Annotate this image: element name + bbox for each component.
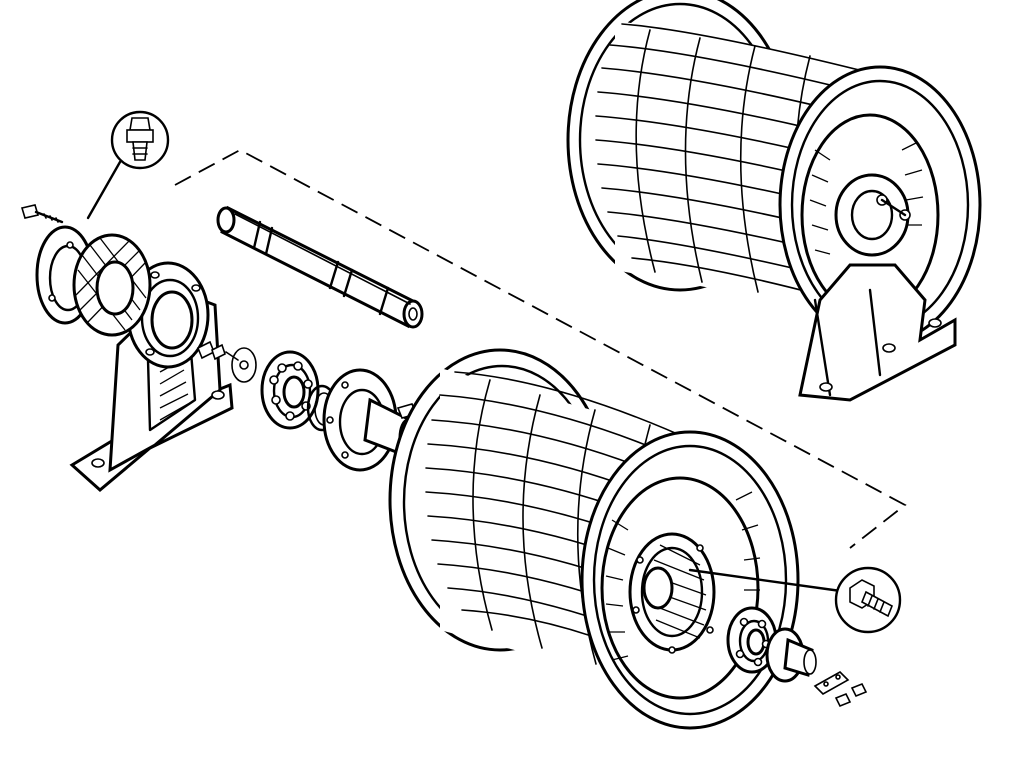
lock-plate-and-bolts [813, 671, 868, 708]
end-cap [765, 627, 817, 683]
exploded-reel-flange-hatching [605, 491, 761, 661]
assembled-cable-reel [566, 0, 982, 402]
mesh-gasket [72, 233, 152, 337]
ball-bearing-right [726, 606, 778, 674]
set-screws-left [196, 340, 257, 383]
sprocket-hub [628, 532, 716, 654]
assembly-dashed-outline [174, 148, 907, 549]
assembled-reel-flange-spokes [809, 141, 924, 255]
hex-bolt-callout [834, 566, 902, 634]
pillow-block-bearing-housing [69, 261, 234, 492]
grease-fitting-callout [86, 110, 170, 220]
drive-shaft [216, 205, 424, 329]
hex-bolt-left [20, 204, 64, 224]
housing-web-hatching [159, 359, 189, 421]
ball-bearing [260, 350, 320, 430]
